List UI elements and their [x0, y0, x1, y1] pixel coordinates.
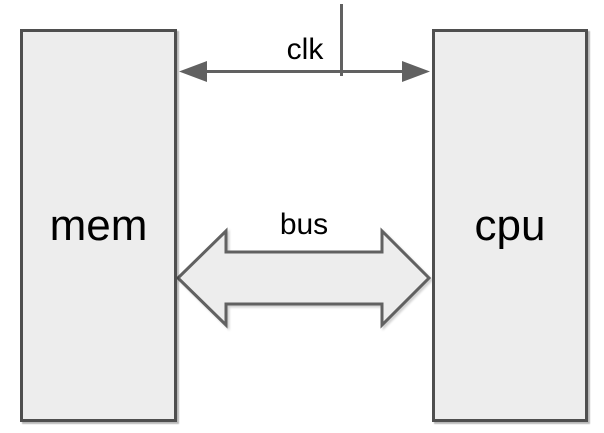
- clk-arrowhead-left-icon: [179, 61, 207, 82]
- cpu-node-label: cpu: [474, 200, 546, 250]
- mem-node-label: mem: [49, 200, 148, 250]
- clk-edge-label: clk: [286, 33, 324, 66]
- mem-node: mem: [20, 29, 177, 422]
- clk-arrowhead-right-icon: [402, 61, 430, 82]
- bus-block-arrow: [175, 227, 432, 329]
- bus-edge-label: bus: [279, 208, 329, 241]
- cpu-node: cpu: [432, 29, 588, 422]
